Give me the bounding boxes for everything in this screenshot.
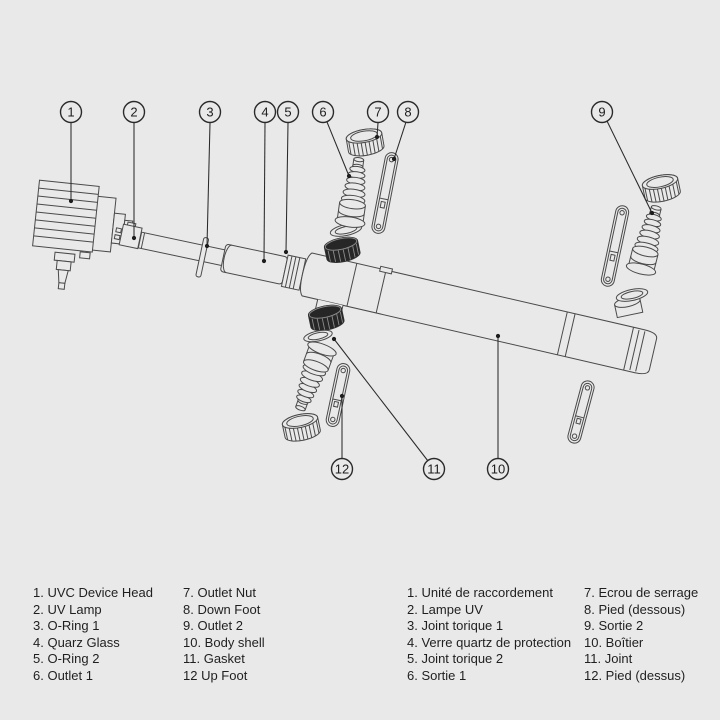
legend-item: 10. Body shell bbox=[183, 634, 265, 650]
legend-item: 5. Joint torique 2 bbox=[407, 651, 504, 667]
legend-item: 10. Boîtier bbox=[584, 634, 644, 650]
legend-item: 8. Pied (dessous) bbox=[584, 601, 686, 617]
callout-7-number: 7 bbox=[374, 105, 381, 120]
callout-7: 7 bbox=[366, 100, 390, 140]
legend-item: 4. Quarz Glass bbox=[33, 634, 120, 650]
legend-item: 9. Outlet 2 bbox=[183, 618, 243, 634]
legend-item: 5. O-Ring 2 bbox=[33, 651, 100, 667]
legend-item: 6. Outlet 1 bbox=[33, 667, 93, 683]
power-cord-gland-drawing bbox=[53, 251, 76, 290]
legend-item: 3. Joint torique 1 bbox=[407, 618, 504, 634]
legend-item: 4. Verre quartz de protection bbox=[407, 634, 572, 650]
legend-item: 8. Down Foot bbox=[183, 601, 261, 617]
gasket-drawing bbox=[302, 327, 334, 345]
callout-2-number: 2 bbox=[130, 105, 137, 120]
callout-4: 4 bbox=[253, 100, 277, 264]
quartz-glass-drawing bbox=[220, 244, 288, 285]
legend-item: 2. UV Lamp bbox=[33, 601, 102, 617]
legend-item: 1. UVC Device Head bbox=[33, 585, 153, 600]
uv-lamp-plug-drawing bbox=[113, 221, 143, 250]
callout-12-number: 12 bbox=[335, 462, 349, 477]
outlet-1-drawing bbox=[333, 155, 375, 230]
callout-11: 11 bbox=[331, 336, 446, 481]
outlet-nut-drawing bbox=[344, 125, 386, 159]
foot-right-bottom-drawing bbox=[565, 378, 597, 446]
legend-item: 12. Pied (dessus) bbox=[584, 667, 686, 683]
legend-item: 2. Lampe UV bbox=[407, 601, 483, 617]
o-ring-1-drawing bbox=[195, 237, 209, 278]
down-foot-drawing bbox=[370, 151, 400, 235]
legend-item: 7. Ecrou de serrage bbox=[584, 585, 699, 600]
o-ring-right-drawing bbox=[614, 285, 650, 305]
legend-item: 6. Sortie 1 bbox=[407, 667, 467, 683]
outlet-2-drawing bbox=[624, 201, 672, 278]
callout-6-number: 6 bbox=[319, 105, 326, 120]
callout-8: 8 bbox=[391, 100, 420, 162]
legend-item: 9. Sortie 2 bbox=[584, 618, 644, 634]
uvc-device-head-drawing bbox=[32, 179, 134, 290]
callout-5-number: 5 bbox=[284, 105, 291, 120]
callout-11-number: 11 bbox=[427, 462, 441, 477]
up-foot-drawing bbox=[324, 361, 352, 429]
legend-english: 1. UVC Device Head 2. UV Lamp 3. O-Ring … bbox=[33, 585, 265, 685]
callout-3: 3 bbox=[198, 100, 222, 249]
callout-1: 1 bbox=[59, 100, 83, 204]
callout-9-number: 9 bbox=[598, 105, 605, 120]
union-nut-top-drawing bbox=[322, 234, 362, 266]
legend-item: 11. Joint bbox=[584, 651, 633, 667]
callout-6: 6 bbox=[311, 100, 352, 179]
foot-right-top-drawing bbox=[599, 204, 631, 288]
legend-item: 12 Up Foot bbox=[183, 667, 248, 683]
legend-english-column-2: 7. Outlet Nut 8. Down Foot 9. Outlet 2 1… bbox=[183, 585, 265, 685]
callout-3-number: 3 bbox=[206, 105, 213, 120]
callout-9: 9 bbox=[590, 100, 655, 216]
legend-item: 7. Outlet Nut bbox=[183, 585, 256, 600]
callout-8-number: 8 bbox=[404, 105, 411, 120]
legend-item: 3. O-Ring 1 bbox=[33, 618, 100, 634]
legend-french: 1. Unité de raccordement 2. Lampe UV 3. … bbox=[407, 585, 698, 685]
callout-5: 5 bbox=[276, 100, 300, 255]
outlet-nut-bottom-drawing bbox=[280, 410, 323, 445]
legend-french-column-2: 7. Ecrou de serrage 8. Pied (dessous) 9.… bbox=[584, 585, 698, 685]
union-nut-bottom-drawing bbox=[306, 302, 346, 334]
callout-1-number: 1 bbox=[67, 105, 74, 120]
callout-10: 10 bbox=[486, 333, 510, 481]
callout-4-number: 4 bbox=[261, 105, 268, 120]
outlet-2-nut-drawing bbox=[640, 171, 683, 206]
legend-french-column-1: 1. Unité de raccordement 2. Lampe UV 3. … bbox=[407, 585, 584, 685]
legend-english-column-1: 1. UVC Device Head 2. UV Lamp 3. O-Ring … bbox=[33, 585, 183, 685]
exploded-view-diagram: 1 2 3 4 5 6 7 bbox=[32, 100, 683, 481]
callout-10-number: 10 bbox=[491, 462, 505, 477]
callout-2: 2 bbox=[122, 100, 146, 241]
o-ring-2-drawing bbox=[280, 254, 307, 291]
legend-item: 1. Unité de raccordement bbox=[407, 585, 553, 600]
legend-item: 11. Gasket bbox=[183, 651, 245, 667]
callout-12: 12 bbox=[330, 393, 354, 481]
